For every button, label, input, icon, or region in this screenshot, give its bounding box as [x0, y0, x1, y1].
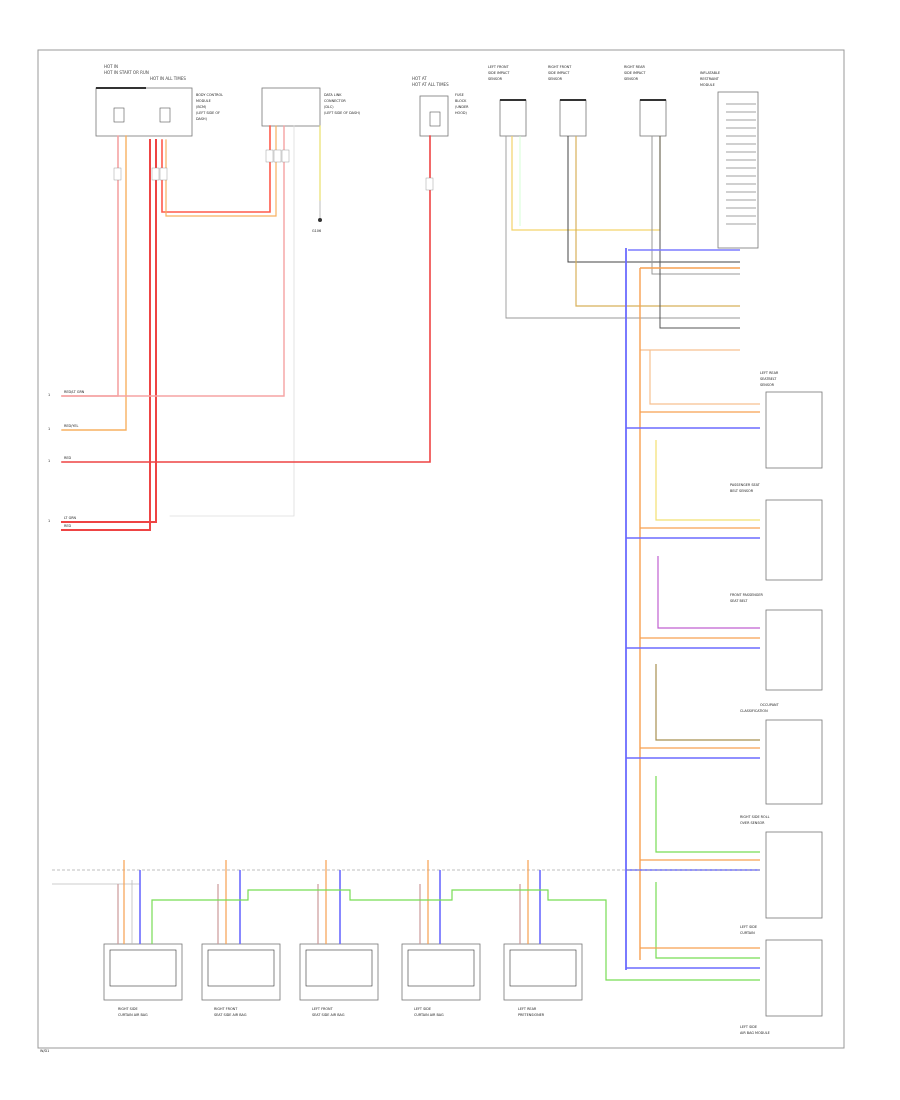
svg-text:RED: RED	[64, 456, 71, 460]
svg-text:LEFT SIDE: LEFT SIDE	[414, 1007, 431, 1011]
svg-text:BELT SENSOR: BELT SENSOR	[730, 489, 754, 493]
svg-text:CURTAIN: CURTAIN	[740, 931, 755, 935]
svg-text:(LEFT SIDE OF DASH): (LEFT SIDE OF DASH)	[324, 111, 361, 115]
svg-text:1: 1	[48, 427, 50, 431]
svg-text:LT GRN: LT GRN	[64, 516, 77, 520]
svg-text:1: 1	[48, 519, 50, 523]
svg-text:FRONT PASSENGER: FRONT PASSENGER	[730, 593, 764, 597]
svg-text:RIGHT SIDE: RIGHT SIDE	[118, 1007, 138, 1011]
svg-text:1: 1	[48, 459, 50, 463]
top-right-wires	[505, 136, 740, 970]
label-hot-start-run: HOT IN START OR RUN	[104, 70, 149, 75]
svg-text:RED/YEL: RED/YEL	[64, 424, 78, 428]
svg-text:1: 1	[48, 393, 50, 397]
svg-text:RIGHT SIDE ROLL: RIGHT SIDE ROLL	[740, 815, 770, 819]
svg-text:(DLC): (DLC)	[324, 105, 334, 109]
label-hot-all-times: HOT IN ALL TIMES	[150, 76, 186, 81]
right-stack-wires	[626, 350, 760, 969]
svg-text:RED/LT GRN: RED/LT GRN	[64, 390, 85, 394]
svg-text:LEFT REAR: LEFT REAR	[760, 371, 779, 375]
svg-text:MODULE: MODULE	[700, 83, 715, 87]
bottom-wires	[52, 860, 760, 981]
footer-ref: W/D1	[40, 1049, 49, 1053]
svg-text:CLASSIFICATION: CLASSIFICATION	[740, 709, 768, 713]
svg-text:RIGHT REAR: RIGHT REAR	[624, 65, 645, 69]
right-seat-modules: LEFT REAR SEATBELT SENSOR PASSENGER SEAT BE…	[730, 371, 823, 1035]
svg-text:(BCM): (BCM)	[196, 105, 207, 109]
svg-text:RIGHT FRONT: RIGHT FRONT	[214, 1007, 238, 1011]
svg-text:(LEFT SIDE OF: (LEFT SIDE OF	[196, 111, 220, 115]
svg-text:CONNECTOR: CONNECTOR	[324, 99, 346, 103]
svg-text:LEFT FRONT: LEFT FRONT	[488, 65, 510, 69]
svg-text:MODULE: MODULE	[196, 99, 211, 103]
svg-text:RIGHT FRONT: RIGHT FRONT	[548, 65, 572, 69]
svg-text:RED: RED	[64, 524, 71, 528]
svg-text:SEATBELT: SEATBELT	[760, 377, 777, 381]
diagram-border	[37, 49, 845, 1049]
svg-text:SEAT SIDE AIR BAG: SEAT SIDE AIR BAG	[312, 1013, 345, 1017]
svg-text:BODY CONTROL: BODY CONTROL	[196, 93, 223, 97]
top-left-fuse-boxes: HOT IN HOT IN START OR RUN HOT IN ALL TI…	[95, 64, 469, 233]
svg-text:SIDE IMPACT: SIDE IMPACT	[624, 71, 646, 75]
svg-text:SIDE IMPACT: SIDE IMPACT	[548, 71, 570, 75]
svg-text:(UNDER: (UNDER	[455, 105, 469, 109]
svg-text:CURTAIN AIR BAG: CURTAIN AIR BAG	[118, 1013, 148, 1017]
svg-text:HOT AT: HOT AT	[412, 76, 427, 81]
svg-text:OVER SENSOR: OVER SENSOR	[740, 821, 765, 825]
svg-text:SENSOR: SENSOR	[624, 77, 639, 81]
svg-text:DASH): DASH)	[196, 117, 208, 121]
svg-text:LEFT SIDE: LEFT SIDE	[740, 1025, 757, 1029]
svg-text:PASSENGER SEAT: PASSENGER SEAT	[730, 483, 761, 487]
top-right-sensors: LEFT FRONT SIDE IMPACT SENSOR RIGHT FRONT S…	[488, 65, 759, 249]
svg-text:SENSOR: SENSOR	[548, 77, 563, 81]
svg-text:SENSOR: SENSOR	[488, 77, 503, 81]
svg-text:LEFT FRONT: LEFT FRONT	[312, 1007, 334, 1011]
svg-text:SEAT SIDE AIR BAG: SEAT SIDE AIR BAG	[214, 1013, 247, 1017]
svg-text:HOOD): HOOD)	[455, 111, 467, 115]
svg-text:DATA LINK: DATA LINK	[324, 93, 342, 97]
svg-text:INFLATABLE: INFLATABLE	[700, 71, 720, 75]
svg-text:PRETENSIONER: PRETENSIONER	[518, 1013, 545, 1017]
svg-text:BLOCK: BLOCK	[455, 99, 467, 103]
svg-text:AIR BAG MODULE: AIR BAG MODULE	[740, 1031, 770, 1035]
svg-text:CURTAIN AIR BAG: CURTAIN AIR BAG	[414, 1013, 444, 1017]
svg-text:SENSOR: SENSOR	[760, 383, 775, 387]
bottom-modules: RIGHT SIDE CURTAIN AIR BAG RIGHT FRONT SEA…	[103, 943, 583, 1017]
svg-text:G106: G106	[312, 229, 321, 233]
svg-text:LEFT SIDE: LEFT SIDE	[740, 925, 757, 929]
svg-text:SIDE IMPACT: SIDE IMPACT	[488, 71, 510, 75]
svg-text:LEFT REAR: LEFT REAR	[518, 1007, 537, 1011]
svg-text:OCCUPANT: OCCUPANT	[760, 703, 780, 707]
svg-text:HOT IN: HOT IN	[104, 64, 118, 69]
svg-text:SEAT BELT: SEAT BELT	[730, 599, 748, 603]
svg-text:FUSE: FUSE	[455, 93, 464, 97]
svg-text:RESTRAINT: RESTRAINT	[700, 77, 720, 81]
label-hot-at-all-times: HOT AT ALL TIMES	[412, 82, 449, 87]
top-left-wires: RED/LT GRN RED/YEL RED LT GRN RED 1 1 1 …	[48, 125, 434, 531]
